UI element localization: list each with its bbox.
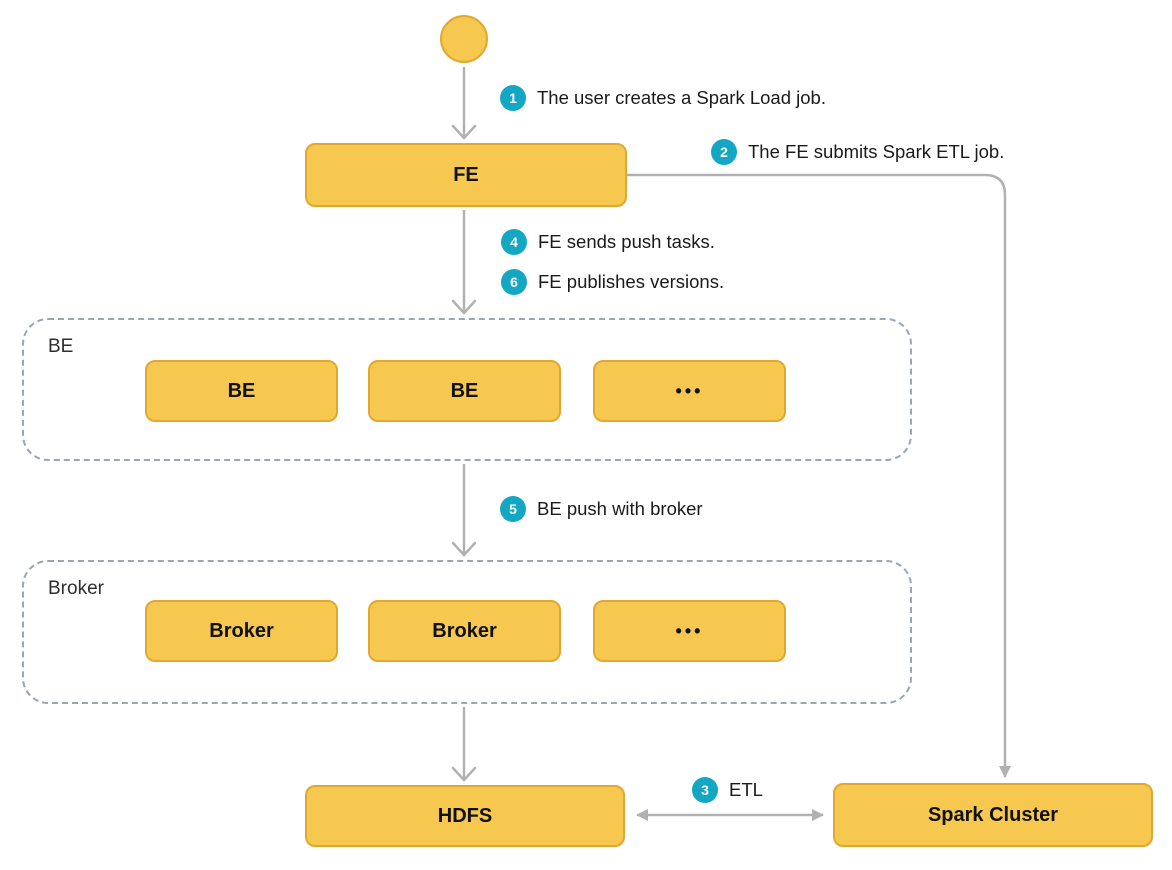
step-3-label: ETL [729, 779, 763, 800]
group-be [22, 318, 912, 461]
step-6: 6 FE publishes versions. [501, 269, 724, 295]
node-broker-more-label: ••• [675, 620, 704, 641]
step-1-badge: 1 [500, 85, 526, 111]
step-6-badge: 6 [501, 269, 527, 295]
node-fe: FE [305, 143, 627, 207]
node-broker-1: Broker [145, 600, 338, 662]
step-4-label: FE sends push tasks. [538, 231, 715, 252]
group-broker [22, 560, 912, 704]
group-be-label: BE [48, 336, 74, 357]
node-fe-label: FE [453, 163, 479, 186]
node-be-2: BE [368, 360, 561, 422]
step-5-badge: 5 [500, 496, 526, 522]
step-1-label: The user creates a Spark Load job. [537, 87, 826, 108]
step-6-label: FE publishes versions. [538, 271, 725, 292]
step-4: 4 FE sends push tasks. [501, 229, 715, 255]
step-3-badge: 3 [692, 777, 718, 803]
step-2-label: The FE submits Spark ETL job. [748, 141, 1005, 162]
start-node [440, 15, 488, 63]
node-be-2-label: BE [450, 379, 479, 402]
node-broker-2-label: Broker [432, 619, 497, 642]
node-be-more: ••• [593, 360, 786, 422]
step-5: 5 BE push with broker [500, 496, 703, 522]
node-broker-1-label: Broker [209, 619, 274, 642]
step-1: 1 The user creates a Spark Load job. [500, 85, 826, 111]
node-broker-more: ••• [593, 600, 786, 662]
node-spark-cluster-label: Spark Cluster [927, 803, 1059, 826]
step-2-badge: 2 [711, 139, 737, 165]
node-hdfs-label: HDFS [437, 804, 493, 827]
node-be-more-label: ••• [675, 380, 704, 401]
node-hdfs: HDFS [305, 785, 625, 847]
step-2: 2 The FE submits Spark ETL job. [711, 139, 1004, 165]
node-be-1: BE [145, 360, 338, 422]
node-be-1-label: BE [227, 379, 256, 402]
node-spark-cluster: Spark Cluster [833, 783, 1153, 847]
group-broker-label: Broker [48, 578, 104, 599]
step-3: 3 ETL [692, 777, 763, 803]
step-4-badge: 4 [501, 229, 527, 255]
node-broker-2: Broker [368, 600, 561, 662]
step-5-label: BE push with broker [537, 498, 703, 519]
